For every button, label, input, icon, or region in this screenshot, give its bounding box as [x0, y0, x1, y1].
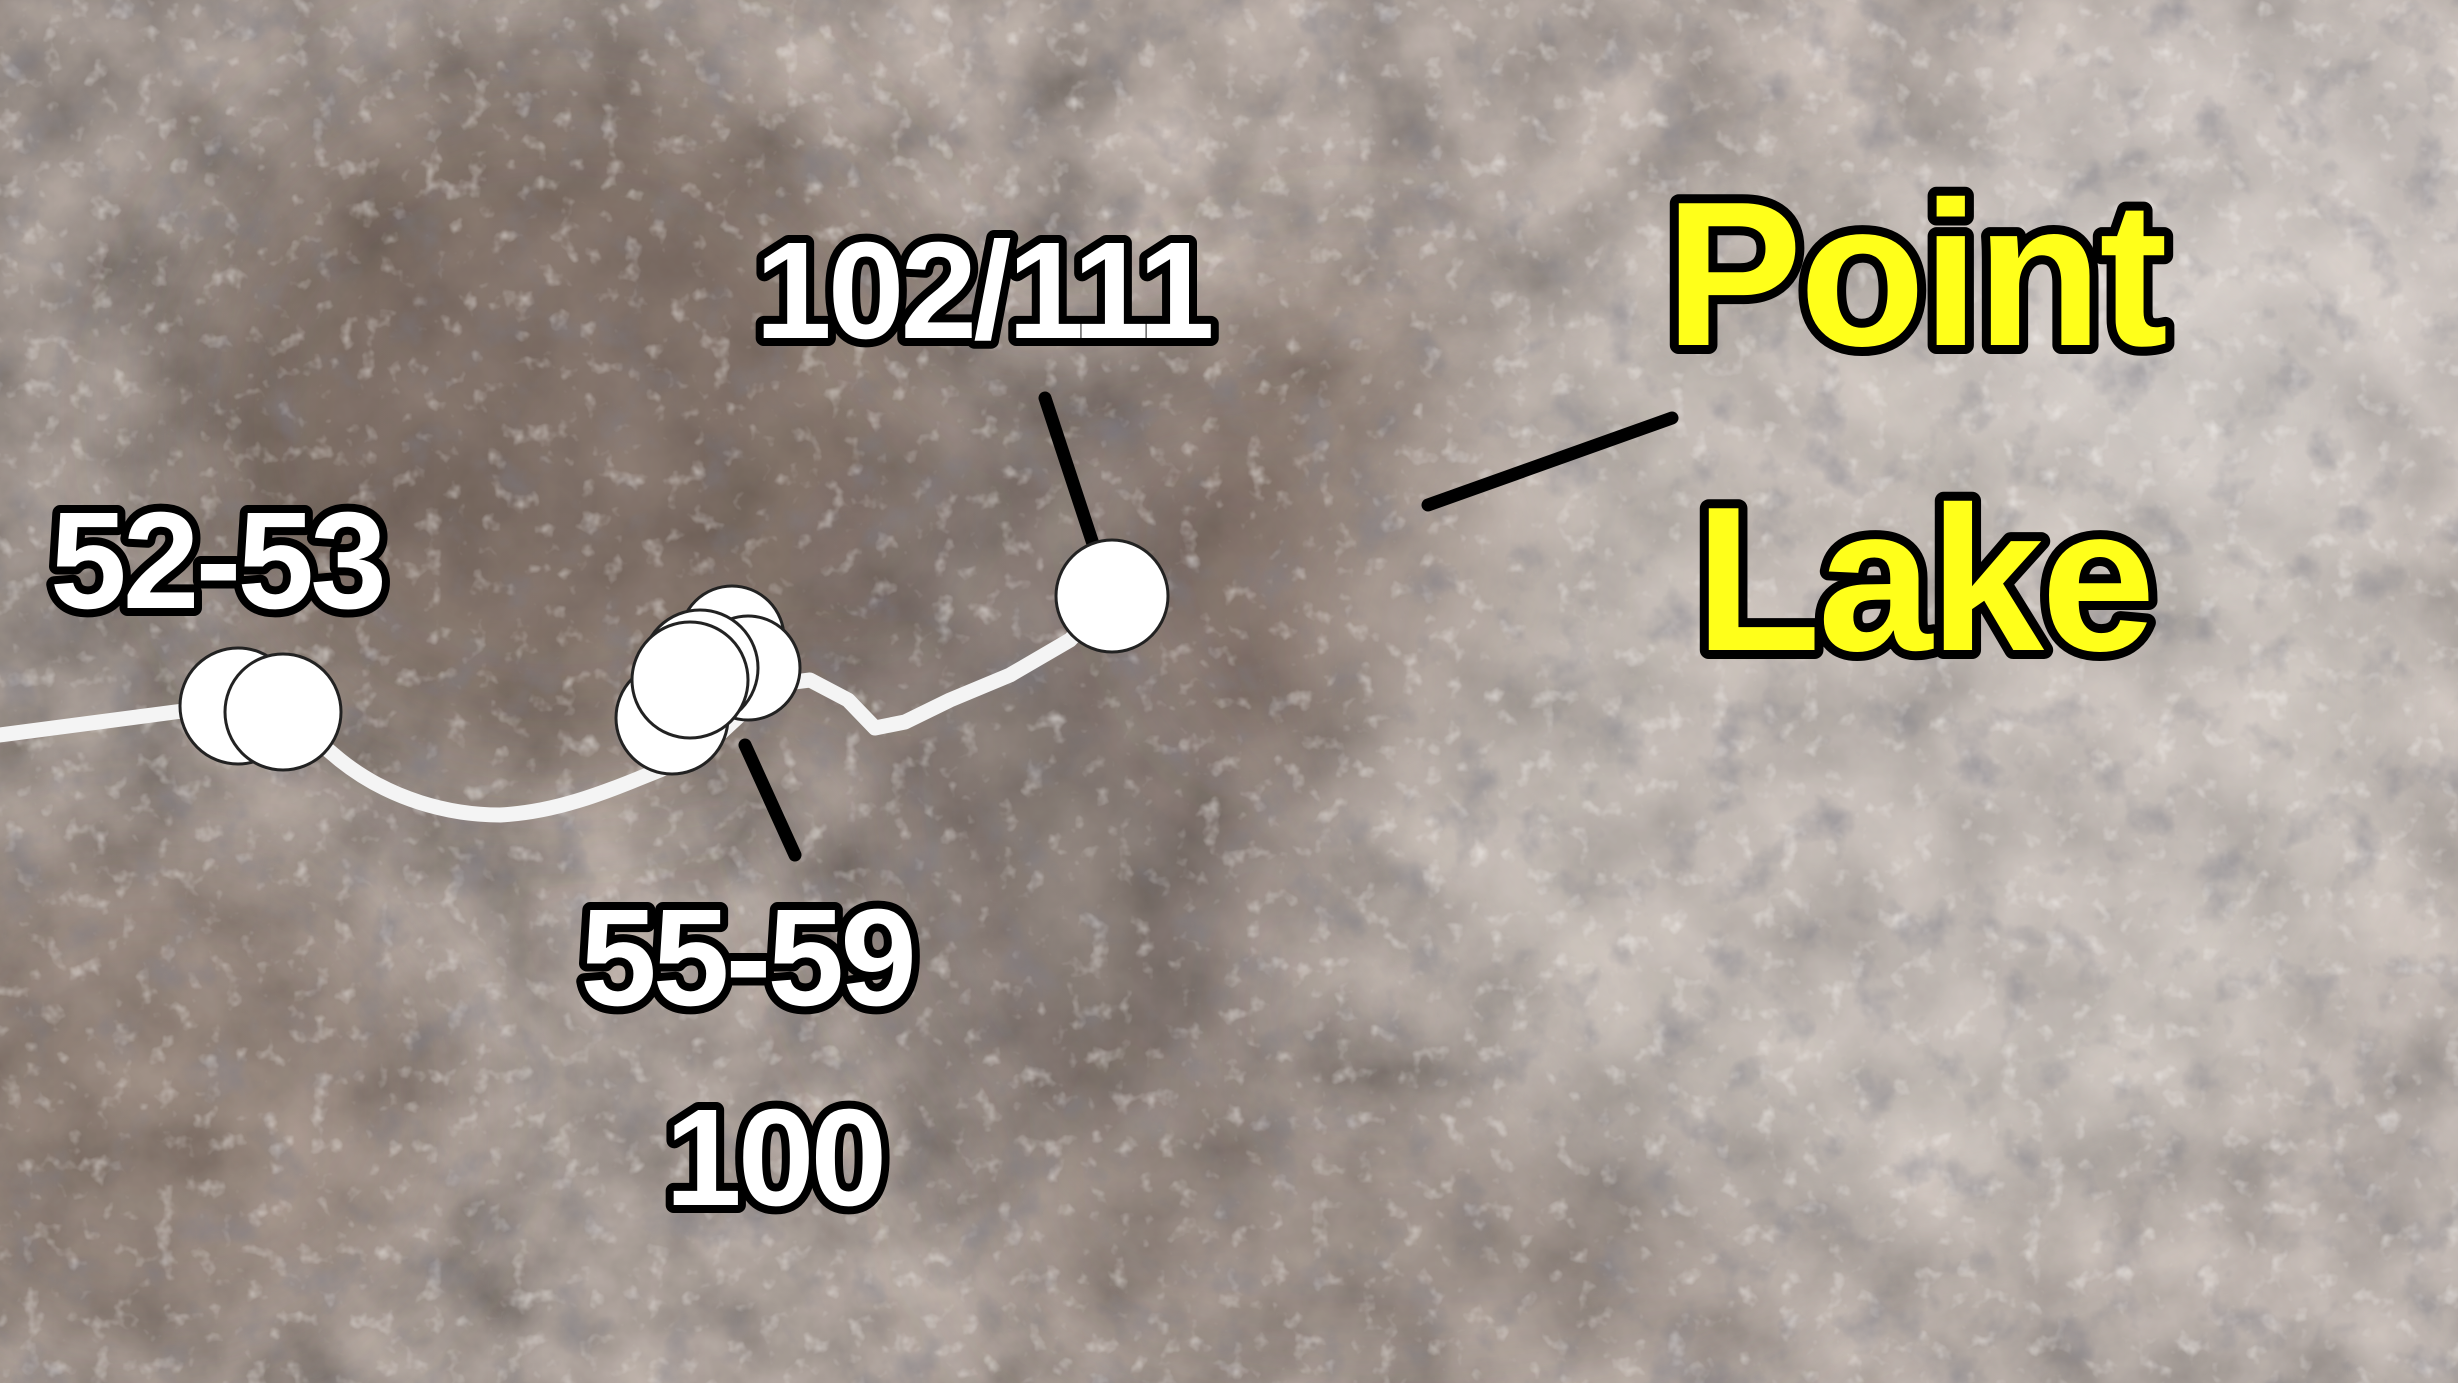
stop-marker — [630, 620, 750, 740]
leader-line-55-59 — [738, 738, 802, 862]
feature-label-point: Point — [1665, 159, 2166, 389]
stop-marker — [223, 652, 343, 772]
leader-line-102-111 — [1038, 391, 1102, 557]
sol-label-102-111: 102/111 — [755, 214, 1211, 368]
feature-label-lake: Lake — [1695, 464, 2153, 694]
stop-markers — [178, 538, 1170, 776]
sol-label-100: 100 — [665, 1081, 883, 1235]
stop-marker — [1054, 538, 1170, 654]
leader-line-point-lake — [1421, 411, 1679, 512]
sol-label-52-53: 52-53 — [50, 484, 383, 638]
sol-label-55-59: 55-59 — [580, 881, 913, 1035]
